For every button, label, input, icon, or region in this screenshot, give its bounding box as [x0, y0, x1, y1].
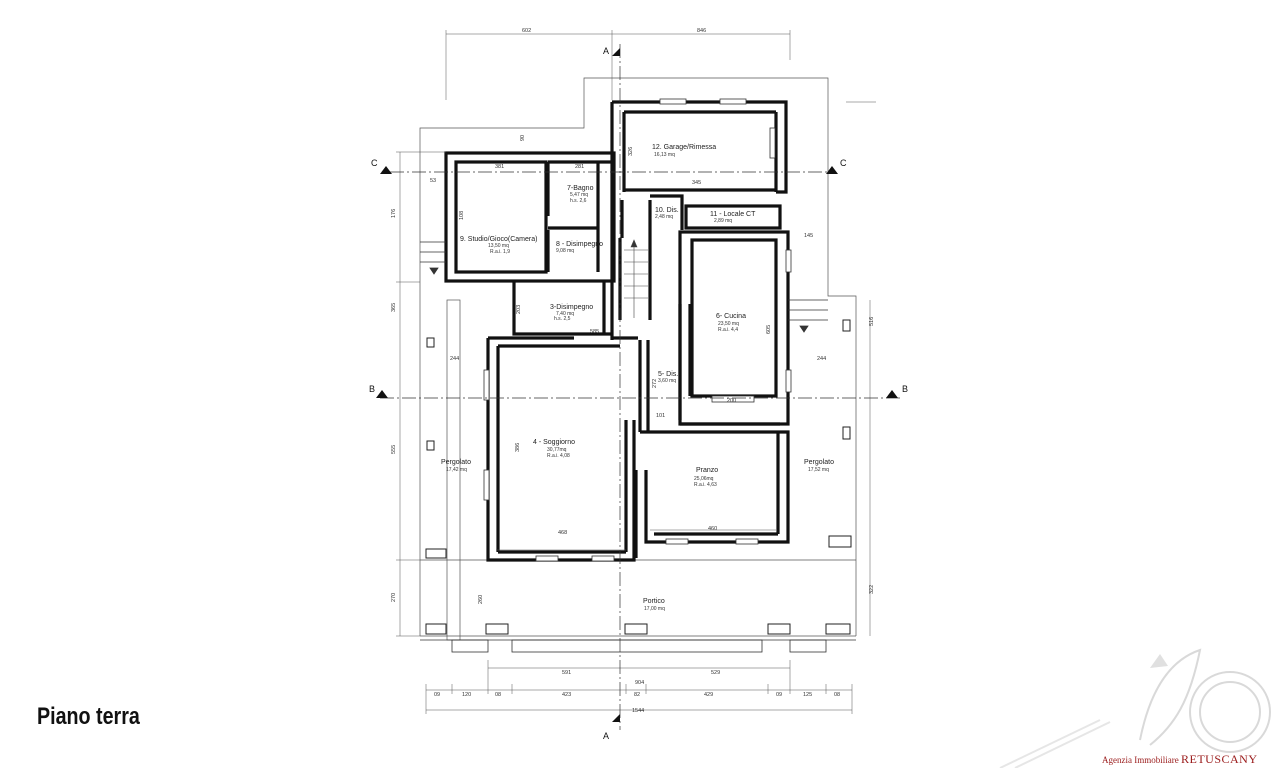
room-labels: 12. Garage/Rimessa 16,13 mq 7-Bagno 5,47…	[441, 144, 834, 612]
dim-label: 101	[656, 413, 665, 419]
dim-label: 145	[804, 233, 813, 239]
dim-label: 176	[391, 209, 397, 218]
dim-label: 904	[635, 680, 644, 686]
room-extra: R.a.i. 4,08	[547, 453, 570, 459]
dim-label: 460	[708, 526, 717, 532]
staircase	[624, 239, 648, 318]
dim-label: 281	[575, 164, 584, 170]
dim-label: 381	[495, 164, 504, 170]
dim-label: 846	[697, 28, 706, 34]
side-steps	[420, 241, 828, 333]
room-area: 30,77mq	[547, 447, 567, 453]
dim-label: 260	[478, 595, 484, 604]
room-area: 13,50 mq	[488, 243, 509, 249]
room-extra: h.s. 2,5	[554, 316, 571, 322]
room-name: 3-Disimpegno	[550, 304, 593, 311]
dim-label: 345	[692, 180, 701, 186]
dim-label: 529	[711, 670, 720, 676]
section-b-left-label: B	[369, 384, 375, 394]
dim-label: 120	[462, 692, 471, 698]
dimension-labels: 602 846 176 365 555 270 516 322 90 381 2…	[391, 28, 875, 714]
dim-label: 429	[704, 692, 713, 698]
dim-label: 244	[817, 356, 826, 362]
dim-label: 82	[634, 692, 640, 698]
room-name: 9. Studio/Gioco(Camera)	[460, 236, 537, 243]
dim-label: 270	[391, 593, 397, 602]
room-name: 6- Cucina	[716, 313, 746, 320]
dim-label: 591	[562, 670, 571, 676]
room-extra: R.a.i. 1,9	[490, 249, 510, 255]
windows	[483, 98, 792, 562]
dim-label: 90	[520, 135, 526, 141]
entrance-steps	[420, 639, 856, 653]
dim-label: 555	[391, 445, 397, 454]
room-name: 11 - Locale CT	[710, 211, 756, 218]
room-area: 2,89 mq	[714, 218, 732, 224]
room-extra: R.a.i. 4,63	[694, 482, 717, 488]
dim-label: 605	[766, 325, 772, 334]
section-c-right-label: C	[840, 158, 847, 168]
section-a-bottom-label: A	[603, 731, 609, 741]
room-area: 17,00 mq	[644, 606, 665, 612]
section-b-right-label: B	[902, 384, 908, 394]
room-area: 5,47 mq	[570, 192, 588, 198]
section-axes	[380, 44, 900, 730]
section-a-top-label: A	[603, 46, 609, 56]
agency-name: RETUSCANY	[1180, 752, 1258, 766]
dim-label: 244	[450, 356, 459, 362]
dim-label: 468	[558, 530, 567, 536]
dim-label: 203	[516, 305, 522, 314]
room-area: 17,42 mq	[446, 467, 467, 473]
dim-label: 1544	[632, 708, 644, 714]
room-area: 16,13 mq	[654, 152, 675, 158]
dim-label: 53	[430, 178, 436, 184]
page-title: Piano terra	[37, 703, 140, 730]
room-name: 7-Bagno	[567, 185, 594, 192]
dimension-lines	[396, 30, 876, 714]
room-area: 9,08 mq	[556, 248, 574, 254]
room-name: 4 - Soggiorno	[533, 439, 575, 446]
dim-label: 108	[459, 211, 465, 220]
pergola-posts	[425, 319, 852, 635]
agency-brand: Agenzia Immobiliare RETUSCANY	[1102, 752, 1258, 767]
room-name: 5- Dis.	[658, 371, 678, 378]
agency-logo-mark	[999, 648, 1271, 768]
room-area: 2,48 mq	[655, 214, 673, 220]
room-area: 23,50 mq	[718, 321, 739, 327]
dim-label: 322	[869, 585, 875, 594]
dim-label: 200	[727, 398, 736, 404]
dim-label: 326	[628, 147, 634, 156]
dim-label: 585	[590, 329, 599, 335]
dim-label: 272	[652, 379, 658, 388]
room-name: 10. Dis.	[655, 207, 679, 214]
dim-label: 08	[834, 692, 840, 698]
section-markers	[376, 48, 898, 722]
room-area: 3,60 mq	[658, 378, 676, 384]
room-name: 8 - Disimpegno	[556, 241, 603, 248]
building-walls	[444, 100, 790, 562]
dim-label: 602	[522, 28, 531, 34]
room-name: 12. Garage/Rimessa	[652, 144, 716, 151]
room-area: 7,40 mq	[556, 311, 574, 317]
dim-label: 386	[515, 443, 521, 452]
section-c-left-label: C	[371, 158, 378, 168]
dim-label: 365	[391, 303, 397, 312]
room-name: Pranzo	[696, 467, 718, 474]
dim-label: 423	[562, 692, 571, 698]
dim-label: 516	[869, 317, 875, 326]
agency-prefix: Agenzia Immobiliare	[1102, 755, 1179, 765]
room-name: Pergolato	[804, 459, 834, 466]
dim-label: 09	[776, 692, 782, 698]
room-area: 25,06mq	[694, 476, 714, 482]
room-name: Portico	[643, 598, 665, 605]
dim-label: 09	[434, 692, 440, 698]
dim-label: 125	[803, 692, 812, 698]
room-name: Pergolato	[441, 459, 471, 466]
room-extra: R.a.i. 4,4	[718, 327, 738, 333]
room-extra: h.s. 2,6	[570, 198, 587, 204]
dim-label: 08	[495, 692, 501, 698]
room-area: 17,52 mq	[808, 467, 829, 473]
